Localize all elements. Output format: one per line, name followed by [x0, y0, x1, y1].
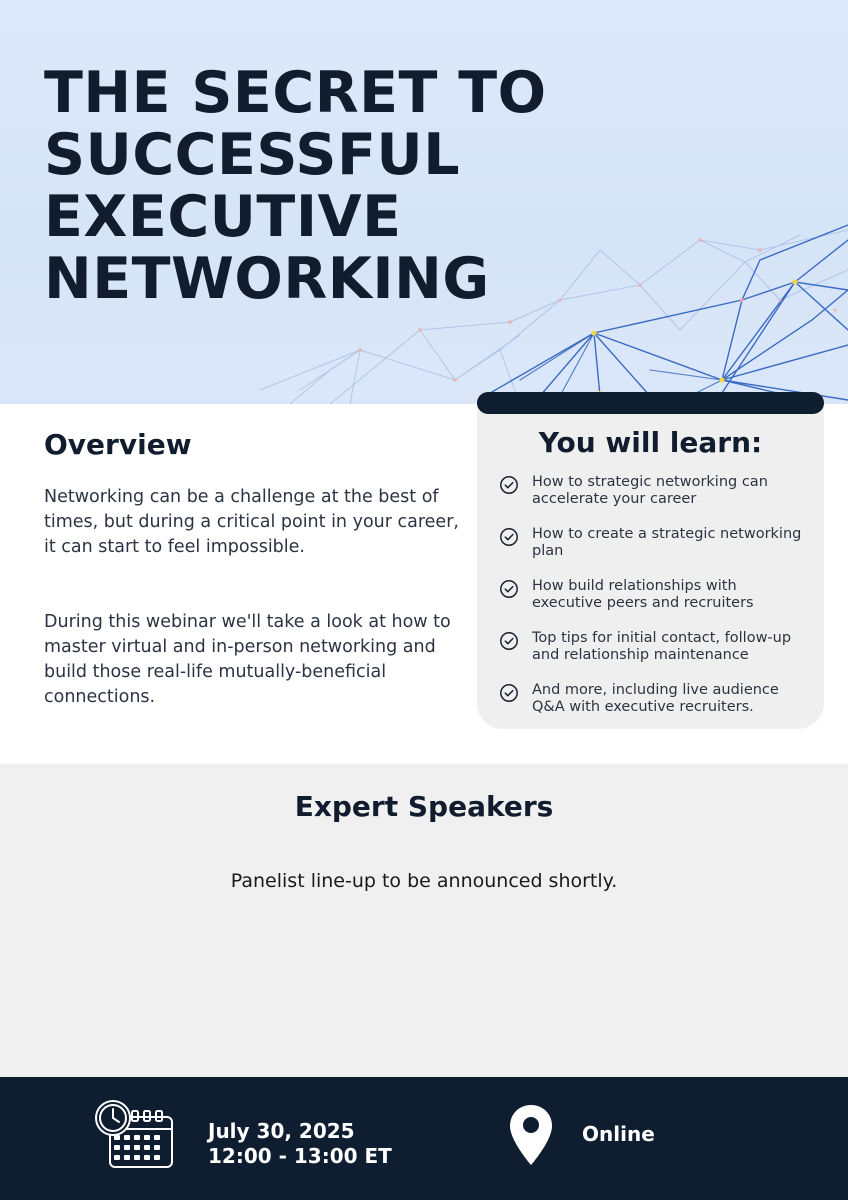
- overview-paragraph: Networking can be a challenge at the bes…: [44, 487, 459, 557]
- map-pin-icon: [510, 1105, 552, 1165]
- overview-paragraph: During this webinar we'll take a look at…: [44, 612, 451, 707]
- learn-card: You will learn: How to strategic network…: [477, 404, 824, 729]
- event-time: 12:00 - 13:00 ET: [208, 1144, 392, 1168]
- learn-item: How to create a strategic networking pla…: [499, 526, 809, 578]
- speakers-text: Panelist line-up to be announced shortly…: [230, 870, 618, 892]
- calendar-clock-icon: [95, 1100, 173, 1168]
- learn-item-text: How to strategic networking can accelera…: [532, 474, 768, 507]
- learn-item: How to strategic networking can accelera…: [499, 474, 809, 526]
- overview-heading: Overview: [44, 428, 192, 461]
- event-date: July 30, 2025: [208, 1119, 355, 1143]
- check-circle-icon: [500, 580, 518, 598]
- speakers-heading: Expert Speakers: [294, 790, 554, 823]
- event-location: Online: [582, 1122, 655, 1146]
- page-title: THE SECRET TO SUCCESSFUL EXECUTIVE NETWO…: [44, 60, 547, 312]
- network-graphic: [259, 224, 848, 404]
- check-circle-icon: [500, 684, 518, 702]
- check-circle-icon: [500, 632, 518, 650]
- learn-item-text: How to create a strategic networking pla…: [532, 526, 802, 559]
- learn-heading: You will learn:: [538, 426, 763, 459]
- learn-item-text: And more, including live audience Q&A wi…: [532, 682, 779, 715]
- check-circle-icon: [500, 476, 518, 494]
- learn-item-text: Top tips for initial contact, follow-up …: [532, 630, 792, 663]
- check-circle-icon: [500, 528, 518, 546]
- learn-item: Top tips for initial contact, follow-up …: [499, 630, 809, 682]
- event-footer: July 30, 2025 12:00 - 13:00 ET Online: [0, 1077, 848, 1200]
- hero-banner: THE SECRET TO SUCCESSFUL EXECUTIVE NETWO…: [0, 0, 848, 404]
- learn-item: How build relationships with executive p…: [499, 578, 809, 630]
- learn-list: How to strategic networking can accelera…: [499, 474, 809, 734]
- speakers-section: Expert Speakers Panelist line-up to be a…: [0, 764, 848, 1077]
- learn-item: And more, including live audience Q&A wi…: [499, 682, 809, 734]
- learn-card-header-bar: [477, 392, 824, 414]
- learn-item-text: How build relationships with executive p…: [532, 578, 754, 611]
